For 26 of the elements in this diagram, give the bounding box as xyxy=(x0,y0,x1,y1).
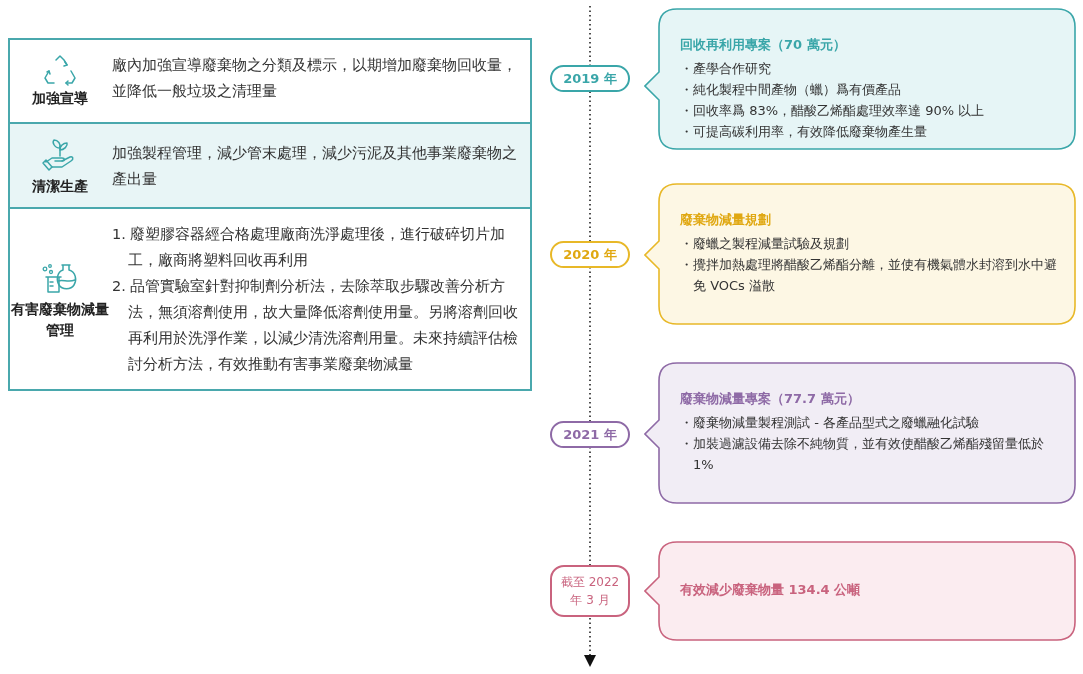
row-text: 加強製程管理，減少管末處理，減少污泥及其他事業廢棄物之產出量 xyxy=(112,144,518,189)
table-row xyxy=(8,38,532,124)
row-text: 2. 品管實驗室針對抑制劑分析法，去除萃取步驟改善分析方法，無須溶劑使用，故大量降低溶劑使用量。另將溶劑回收再利用於洗淨作業，以減少清洗溶劑用量。未來持續評估檢討分析方法，有效推動有害事業廢棄物減量 xyxy=(112,277,519,374)
bullet-text: ・可提高碳利用率，有效降低廢棄物產生量 xyxy=(680,123,928,141)
row-text: 1. 廢塑膠容器經合格處理廠商洗淨處理後，進行破碎切片加工，廠商將塑料回收再利用 xyxy=(112,225,507,270)
row-heading: 清潔生產 xyxy=(31,177,89,196)
bullet-text: ・加裝過濾設備去除不純物質，並有效使醋酸乙烯酯殘留量低於 1% xyxy=(680,435,1045,474)
year-pill: 2020 年 xyxy=(550,241,630,268)
bullet-text: ・回收率爲 83%，醋酸乙烯酯處理效率達 90% 以上 xyxy=(680,102,986,120)
bullet-text: ・廢棄物減量製程測試 - 各產品型式之廢蠟融化試驗 xyxy=(680,414,980,432)
bubble-heading: 回收再利用專案（70 萬元） xyxy=(680,36,847,54)
bullet-text: ・攪拌加熱處理將醋酸乙烯酯分離，並使有機氣體水封溶到水中避免 VOCs 溢散 xyxy=(680,256,1058,295)
bubble-heading: 有效減少廢棄物量 134.4 公噸 xyxy=(680,581,862,599)
bullet-text: ・純化製程中間產物（蠟）爲有價產品 xyxy=(680,81,902,99)
row-heading: 加強宣導 xyxy=(31,89,89,108)
row-text: 廠內加強宣導廢棄物之分類及標示，以期增加廢棄物回收量，並降低一般垃圾之清理量 xyxy=(112,56,518,101)
row-heading: 有害廢棄物減量管理 xyxy=(10,300,110,340)
bubble-heading: 廢棄物減量規劃 xyxy=(680,211,772,229)
year-pill: 截至 2022 年 3 月 xyxy=(550,565,630,617)
bubble-heading: 廢棄物減量專案（77.7 萬元） xyxy=(680,390,861,408)
bullet-text: ・廢蠟之製程減量試驗及規劃 xyxy=(680,235,850,253)
table-row xyxy=(8,122,532,209)
table-row xyxy=(8,207,532,391)
bullet-text: ・產學合作研究 xyxy=(680,60,772,78)
year-pill: 2021 年 xyxy=(550,421,630,448)
year-pill: 2019 年 xyxy=(550,65,630,92)
